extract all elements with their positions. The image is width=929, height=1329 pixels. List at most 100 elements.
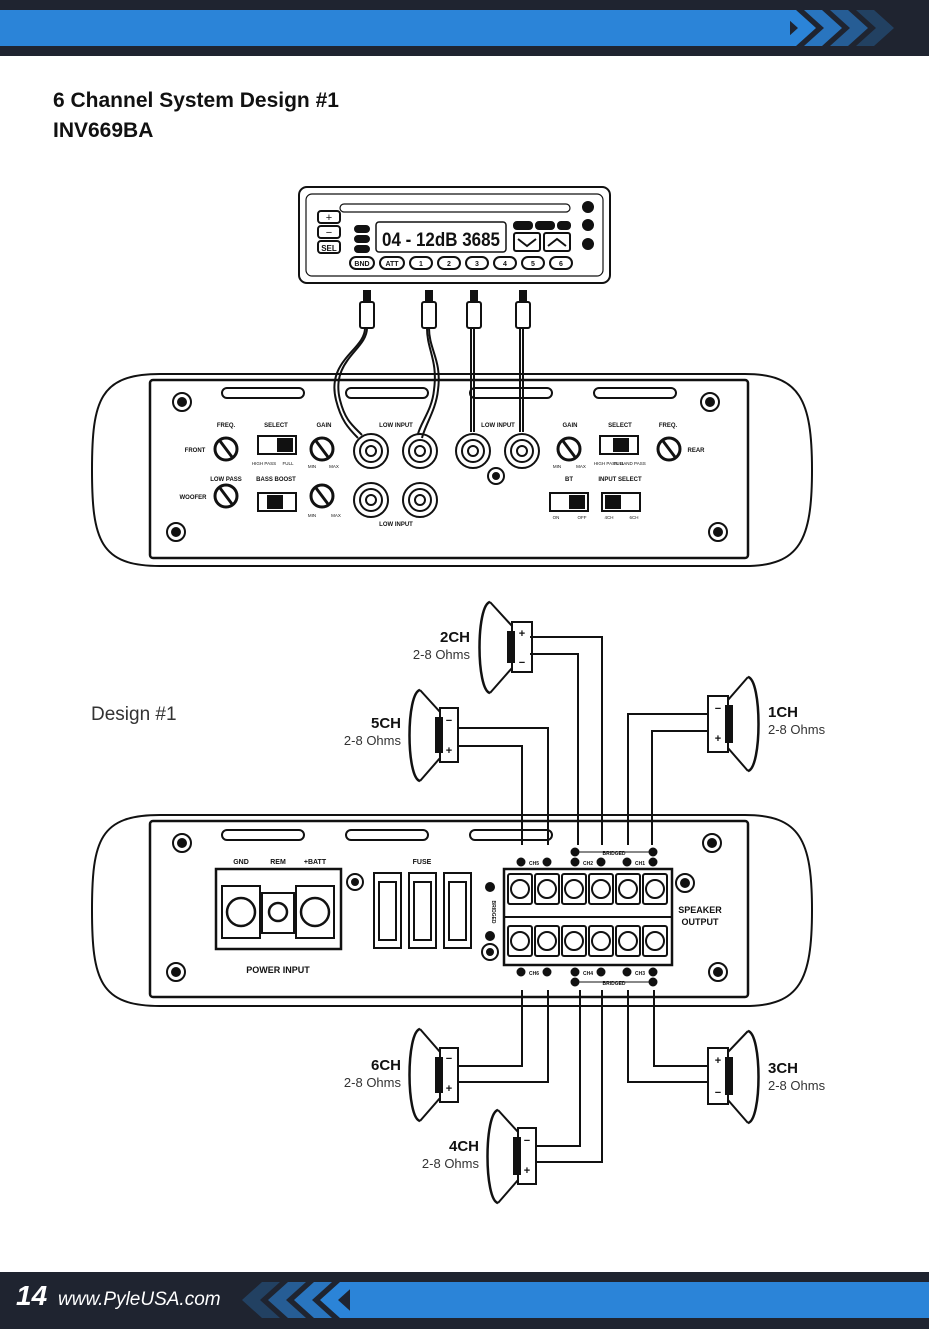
label-low-pass: LOW PASS: [210, 477, 242, 483]
speaker-5ch-name: 5CH: [371, 715, 401, 732]
label-on: ON: [553, 515, 560, 520]
label-freq-right: FREQ.: [659, 423, 678, 429]
label-high-pass-right: HIGH PASS: [594, 461, 618, 466]
title-line-2: INV669BA: [53, 119, 154, 142]
label-ch4: CH4: [583, 971, 593, 977]
label-gain-left: GAIN: [317, 423, 332, 429]
label-max-3: MAX: [576, 464, 586, 469]
label-freq-left: FREQ.: [217, 423, 236, 429]
label-low-input-bottom: LOW INPUT: [379, 522, 413, 528]
page-title: 6 Channel System Design #1 INV669BA: [53, 86, 339, 146]
polarity-2ch-plus: +: [519, 628, 525, 640]
label-full-right: FULL: [613, 461, 625, 466]
head-unit-minus: −: [326, 227, 332, 239]
btn-2: 2: [447, 261, 451, 268]
label-ch6: CH6: [529, 971, 539, 977]
label-min-3: MIN: [553, 464, 561, 469]
label-ch2: CH2: [583, 861, 593, 867]
label-gnd: GND: [233, 859, 249, 866]
label-ch3: CH3: [635, 971, 645, 977]
bottom-blue-stripe: [350, 1282, 929, 1318]
polarity-1ch-plus: +: [715, 733, 721, 745]
chevron-right-icon: [778, 10, 894, 46]
label-6ch: 6CH: [629, 515, 638, 520]
label-bridged-vertical: BRIDGED: [490, 900, 496, 923]
label-fuse: FUSE: [413, 859, 432, 866]
polarity-6ch-minus: −: [446, 1053, 452, 1065]
speaker-2ch: [478, 600, 533, 695]
speaker-4ch-ohms: 2-8 Ohms: [422, 1156, 480, 1171]
label-high-pass: HIGH PASS: [252, 461, 276, 466]
amplifier-terminal-panel: [90, 814, 814, 1007]
speaker-3ch-ohms: 2-8 Ohms: [768, 1078, 826, 1093]
label-bt: BT: [565, 477, 573, 483]
label-max-1: MAX: [329, 464, 339, 469]
title-line-1: 6 Channel System Design #1: [53, 89, 339, 112]
label-low-input-top-right: LOW INPUT: [481, 423, 515, 429]
polarity-5ch-plus: +: [446, 745, 452, 757]
speaker-6ch-name: 6CH: [371, 1057, 401, 1074]
btn-6: 6: [559, 261, 563, 268]
label-max-2: MAX: [331, 513, 341, 518]
speaker-5ch: [408, 688, 459, 783]
label-woofer: WOOFER: [180, 495, 208, 501]
label-min-2: MIN: [308, 513, 316, 518]
chevron-left-icon: [242, 1282, 358, 1318]
label-min-1: MIN: [308, 464, 316, 469]
btn-4: 4: [503, 261, 507, 268]
label-off: OFF: [578, 515, 587, 520]
website-link[interactable]: www.PyleUSA.com: [58, 1289, 221, 1310]
polarity-4ch-plus: +: [524, 1165, 530, 1177]
label-rear: REAR: [687, 448, 705, 454]
label-input-select: INPUT SELECT: [598, 477, 642, 483]
polarity-6ch-plus: +: [446, 1083, 452, 1095]
amplifier-control-panel: [90, 373, 814, 567]
label-select-left: SELECT: [264, 423, 288, 429]
speaker-4ch-name: 4CH: [449, 1138, 479, 1155]
label-full: FULL: [282, 461, 294, 466]
label-front: FRONT: [185, 448, 206, 454]
speaker-3ch-name: 3CH: [768, 1060, 798, 1077]
label-band-pass: BAND PASS: [620, 461, 645, 466]
label-batt: +BATT: [304, 859, 327, 866]
page-number: 14: [16, 1280, 48, 1311]
label-bass-boost: BASS BOOST: [256, 477, 296, 483]
speaker-6ch-ohms: 2-8 Ohms: [344, 1075, 402, 1090]
speaker-1ch-name: 1CH: [768, 704, 798, 721]
speaker-1ch: [707, 675, 760, 773]
btn-1: 1: [419, 261, 423, 268]
polarity-2ch-minus: −: [519, 657, 525, 669]
top-blue-stripe: [0, 10, 790, 46]
label-bridged-bottom: BRIDGED: [602, 981, 625, 987]
label-ch1: CH1: [635, 861, 645, 867]
head-unit-display: 04 - 12dB 3685: [382, 230, 500, 251]
label-output: OUTPUT: [682, 917, 720, 927]
top-header-bar: [0, 0, 929, 56]
design-label: Design #1: [91, 704, 177, 725]
polarity-5ch-minus: −: [446, 715, 452, 727]
label-4ch: 4CH: [604, 515, 613, 520]
polarity-3ch-plus: +: [715, 1055, 721, 1067]
head-unit-plus: +: [326, 212, 332, 224]
speaker-4ch: [486, 1108, 537, 1205]
speaker-2ch-name: 2CH: [440, 629, 470, 646]
label-speaker: SPEAKER: [678, 905, 722, 915]
label-low-input-top: LOW INPUT: [379, 423, 413, 429]
polarity-3ch-minus: −: [715, 1087, 721, 1099]
speaker-2ch-ohms: 2-8 Ohms: [413, 647, 471, 662]
btn-att: ATT: [385, 261, 399, 268]
rca-cables: [333, 290, 531, 439]
speaker-1ch-ohms: 2-8 Ohms: [768, 722, 826, 737]
speaker-labels: 2CH 2-8 Ohms 1CH 2-8 Ohms 5CH 2-8 Ohms 6…: [344, 629, 826, 1171]
polarity-1ch-minus: −: [715, 703, 721, 715]
speaker-6ch: [408, 1027, 459, 1123]
polarity-4ch-minus: −: [524, 1135, 530, 1147]
speaker-5ch-ohms: 2-8 Ohms: [344, 733, 402, 748]
btn-bnd: BND: [354, 261, 369, 268]
head-unit-sel: SEL: [321, 244, 337, 253]
head-unit: [298, 186, 611, 284]
bottom-footer-bar: [0, 1272, 929, 1329]
btn-3: 3: [475, 261, 479, 268]
label-select-right: SELECT: [608, 423, 632, 429]
